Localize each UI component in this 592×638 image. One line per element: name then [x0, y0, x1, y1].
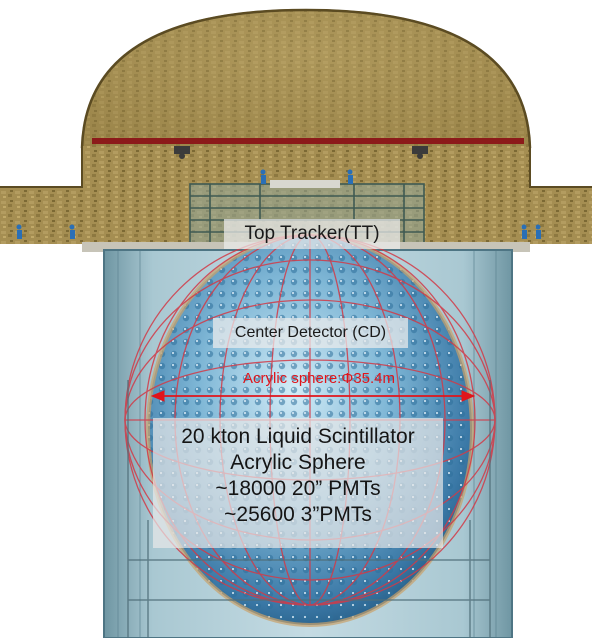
- crane-hook-icon: [174, 146, 190, 159]
- crane-hook-icon: [412, 146, 428, 159]
- sphere-diameter-arrow: [150, 390, 476, 402]
- top-tracker-label: Top Tracker(TT): [224, 219, 400, 249]
- worker-figure-icon: [535, 224, 541, 239]
- spec-line-scintillator: 20 kton Liquid Scintillator: [181, 425, 415, 448]
- acrylic-sphere-dimension-label: Acrylic sphere:Φ35.4m: [242, 370, 396, 387]
- worker-figure-icon: [260, 169, 266, 184]
- worker-figure-icon: [69, 224, 75, 239]
- spec-line-small-pmts: ~25600 3”PMTs: [224, 503, 372, 526]
- worker-figure-icon: [16, 224, 22, 239]
- spec-line-acrylic: Acrylic Sphere: [230, 451, 366, 474]
- detector-specs-box: 20 kton Liquid Scintillator Acrylic Sphe…: [153, 418, 443, 548]
- crane-rail: [92, 138, 524, 144]
- worker-figure-icon: [347, 169, 353, 184]
- support-struts: [127, 380, 491, 638]
- worker-figure-icon: [521, 224, 527, 239]
- rock-dome: [80, 8, 532, 149]
- spec-line-large-pmts: ~18000 20” PMTs: [215, 477, 381, 500]
- center-detector-label: Center Detector (CD): [213, 318, 408, 348]
